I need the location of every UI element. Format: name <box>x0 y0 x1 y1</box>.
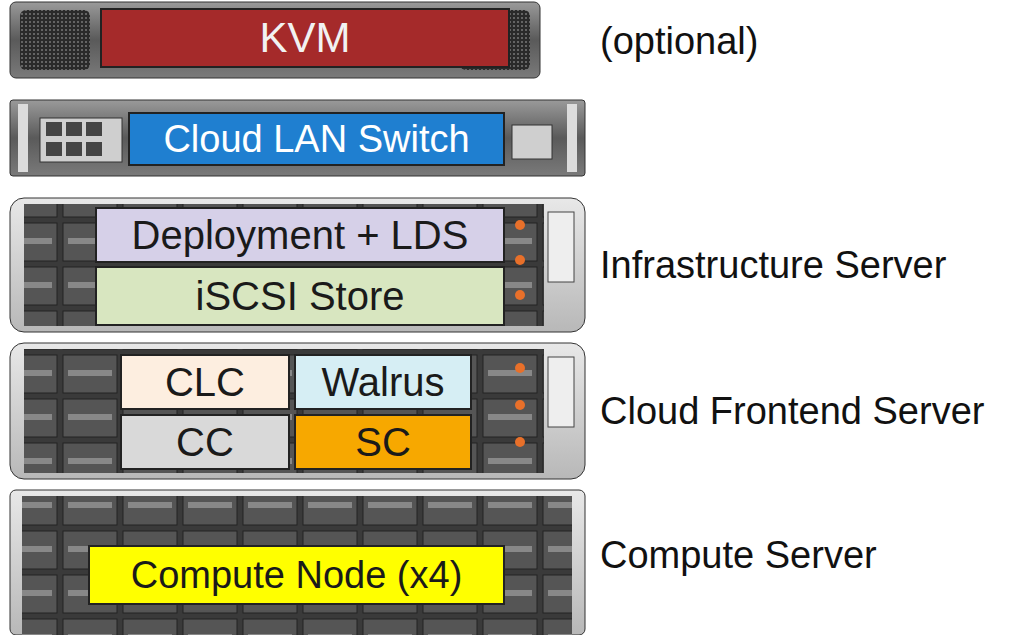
service-box: SC <box>294 414 472 470</box>
node-text: Deployment + LDS <box>132 215 469 255</box>
node-text: Cloud LAN Switch <box>163 120 469 158</box>
service-box: CLC <box>120 354 290 410</box>
server-role-label: (optional) <box>600 22 758 60</box>
switch-chassis <box>10 100 585 176</box>
server-role-label: Compute Server <box>600 536 877 574</box>
server-role-label: Cloud Frontend Server <box>600 392 984 430</box>
switch-label-bar: Cloud LAN Switch <box>128 112 505 166</box>
service-box: Deployment + LDS <box>95 207 505 263</box>
kvm-chassis <box>10 2 540 78</box>
infrastructure-server-chassis <box>10 198 585 332</box>
node-text: Walrus <box>322 362 445 402</box>
service-box: Compute Node (x4) <box>88 545 505 605</box>
node-text: SC <box>355 422 411 462</box>
server-role-label: Infrastructure Server <box>600 246 946 284</box>
frontend-server-chassis <box>10 343 585 479</box>
service-box: iSCSI Store <box>95 266 505 326</box>
kvm-label-bar: KVM <box>100 8 510 68</box>
service-box: Walrus <box>294 354 472 410</box>
service-box: CC <box>120 414 290 470</box>
node-text: CC <box>176 422 234 462</box>
node-text: CLC <box>165 362 245 402</box>
node-text: iSCSI Store <box>196 276 405 316</box>
compute-server-chassis <box>10 490 585 635</box>
node-text: Compute Node (x4) <box>131 556 463 594</box>
node-text: KVM <box>259 17 350 59</box>
